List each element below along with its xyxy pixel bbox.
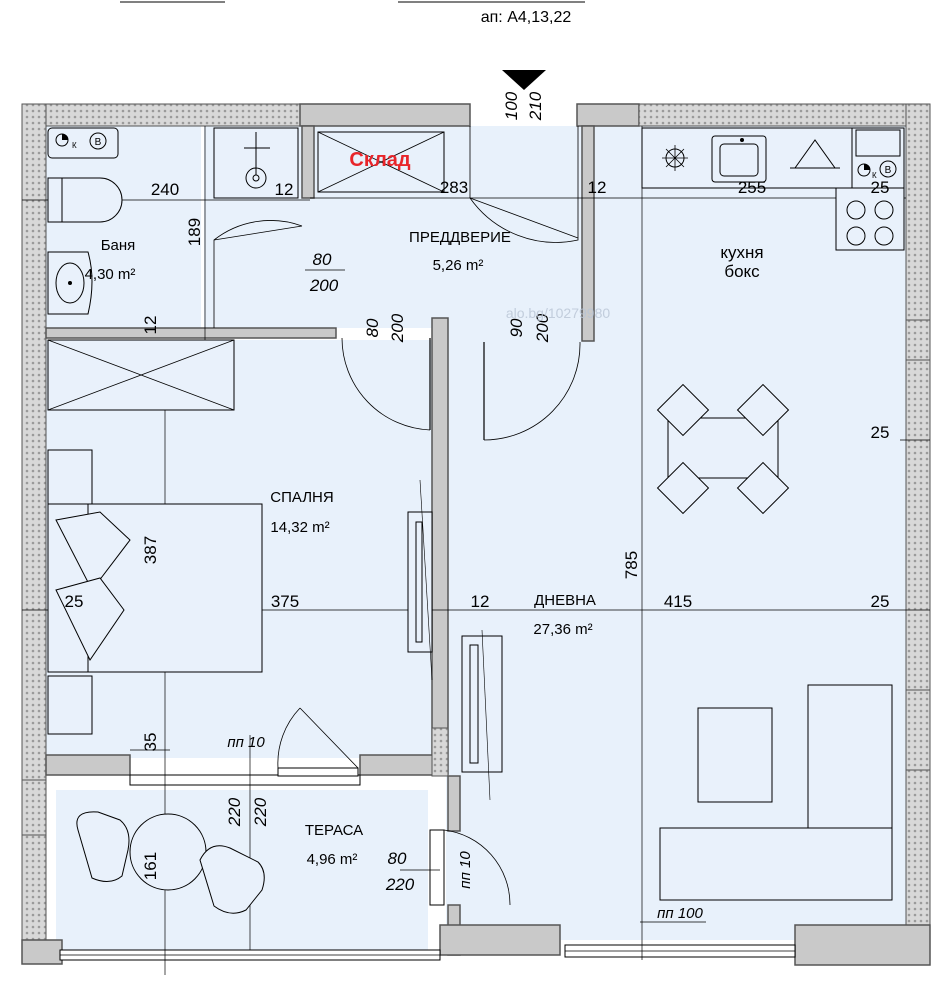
terrace-furniture	[76, 811, 265, 914]
dim-35: 35	[141, 733, 160, 752]
dim-200-c: 200	[533, 313, 552, 343]
boiler2-label-k: К	[872, 171, 877, 180]
dim-283: 283	[440, 178, 468, 197]
bedroom-furniture	[47, 339, 433, 735]
dimension-labels: 240 12 283 12 255 25 189 12 80 200 100 2…	[65, 91, 890, 922]
dim-189: 189	[185, 218, 204, 246]
kitchen-unit: К В	[641, 127, 905, 251]
dim-415: 415	[664, 592, 692, 611]
living-name: ДНЕВНА	[534, 592, 596, 609]
dim-240: 240	[151, 180, 179, 199]
bedroom-area: 14,32 m²	[270, 519, 329, 536]
apartment-id: ап: А4,13,22	[481, 9, 572, 26]
dim-80-a: 80	[313, 250, 332, 269]
terrace-name: ТЕРАСА	[305, 822, 363, 839]
walls	[21, 103, 931, 966]
dim-25-a: 25	[871, 178, 890, 197]
dim-161: 161	[141, 852, 160, 880]
dim-12-c: 12	[141, 316, 160, 335]
storage-name: Склад	[349, 149, 411, 171]
dim-200-a: 200	[309, 276, 339, 295]
dim-12-a: 12	[275, 180, 294, 199]
watermark: alo.bg/10279980	[506, 305, 611, 321]
bath-area: 4,30 m²	[85, 266, 136, 283]
dim-375: 375	[271, 592, 299, 611]
storage-room	[317, 131, 445, 193]
dining-set	[656, 383, 790, 515]
dim-200-b: 200	[388, 313, 407, 343]
pp10-a: пп 10	[227, 734, 265, 751]
dim-90: 90	[507, 318, 526, 337]
terrace-area: 4,96 m²	[307, 851, 358, 868]
bath-name: Баня	[101, 237, 136, 254]
boiler2-label-b: В	[885, 165, 892, 176]
dim-25-c: 25	[65, 592, 84, 611]
dim-255: 255	[738, 178, 766, 197]
dim-210: 210	[526, 91, 545, 121]
dim-80-c: 80	[388, 849, 407, 868]
dim-785: 785	[622, 551, 641, 579]
boiler-label-b: В	[95, 137, 102, 148]
kitchen-line2: бокс	[724, 262, 760, 281]
entrance-arrow-icon	[502, 70, 546, 90]
dim-220-a: 220	[225, 797, 244, 827]
doors	[213, 126, 581, 906]
dim-80-b: 80	[363, 318, 382, 337]
pp10-b: пп 10	[457, 851, 474, 889]
boiler-label-k: К	[72, 141, 77, 150]
room-labels: Баня 4,30 m² ПРЕДДВЕРИЕ 5,26 m² Склад ку…	[85, 149, 764, 868]
living-area: 27,36 m²	[533, 621, 592, 638]
living-furniture	[461, 629, 893, 901]
dim-12-b: 12	[588, 178, 607, 197]
bathroom-fixtures: К В	[47, 127, 299, 315]
dim-25-b: 25	[871, 423, 890, 442]
dim-387: 387	[141, 536, 160, 564]
windows	[59, 767, 796, 961]
pp100: пп 100	[657, 905, 703, 922]
hall-area: 5,26 m²	[433, 257, 484, 274]
dim-25-d: 25	[871, 592, 890, 611]
bedroom-name: СПАЛНЯ	[270, 489, 333, 506]
dim-220-c: 220	[385, 875, 415, 894]
hall-name: ПРЕДДВЕРИЕ	[409, 229, 511, 246]
kitchen-line1: кухня	[720, 243, 763, 262]
dim-100: 100	[502, 91, 521, 120]
dim-220-b: 220	[251, 797, 270, 827]
dim-12-d: 12	[471, 592, 490, 611]
